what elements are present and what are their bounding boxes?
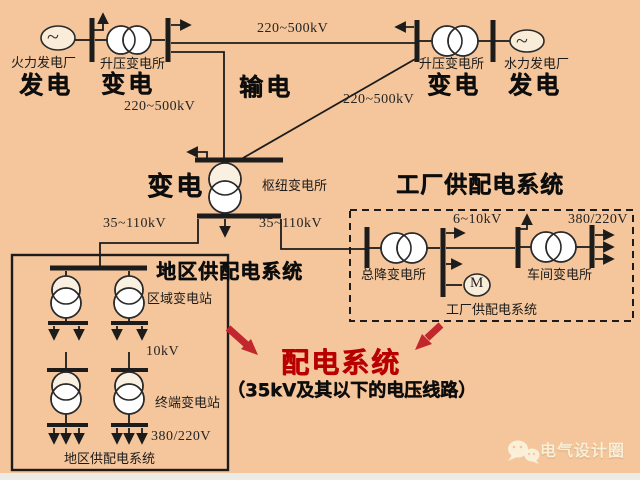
generator-tilde-right: ~ bbox=[516, 28, 528, 53]
transformer-regional-B1-icon bbox=[113, 275, 145, 319]
generator-tilde-left: ~ bbox=[47, 24, 59, 49]
regional-lower-station-label: 终端变电站 bbox=[155, 395, 221, 410]
regional-box bbox=[10, 253, 230, 472]
wechat-icon bbox=[508, 440, 540, 464]
hydro-plant-label: 水力发电厂 bbox=[504, 56, 570, 71]
kv-label-35-left: 35~110kV bbox=[103, 216, 167, 231]
transformer-regional-B2-icon bbox=[113, 371, 145, 415]
hub-tap-line bbox=[171, 51, 225, 158]
stage-transmission: 输电 bbox=[239, 73, 293, 101]
distribution-title: 配电系统 bbox=[281, 346, 402, 379]
regional-caption: 地区供配电系统 bbox=[64, 451, 156, 466]
main-stepdown-label: 总降变电所 bbox=[361, 267, 427, 282]
diagonal-transmission-line bbox=[242, 57, 418, 159]
kv-label-380-regional: 380/220V bbox=[151, 429, 211, 444]
motor-letter: M bbox=[470, 275, 484, 291]
generator-left-icon bbox=[40, 25, 76, 51]
stepup-substation-left-label: 升压变电所 bbox=[100, 56, 166, 71]
kv-label-diagonal: 220~500kV bbox=[343, 92, 415, 107]
bottom-edge-strip bbox=[0, 473, 640, 480]
regional-title: 地区供配电系统 bbox=[156, 259, 303, 283]
red-arrow-right bbox=[415, 322, 444, 350]
workshop-substation-label: 车间变电所 bbox=[527, 267, 593, 282]
generator-right-icon bbox=[509, 29, 545, 53]
distribution-subtitle: （35kV及其以下的电压线路） bbox=[227, 380, 476, 401]
stage-generation-left: 发电 bbox=[19, 71, 73, 99]
kv-label-380-factory: 380/220V bbox=[568, 212, 628, 227]
factory-up-arrow bbox=[520, 213, 533, 230]
thermal-plant-label: 火力发电厂 bbox=[11, 55, 77, 70]
kv-label-10: 10kV bbox=[146, 344, 180, 359]
factory-caption: 工厂供配电系统 bbox=[446, 302, 538, 317]
kv-label-6-10: 6~10kV bbox=[453, 212, 502, 227]
factory-box bbox=[349, 209, 634, 322]
stepup-substation-right-label: 升压变电所 bbox=[419, 56, 485, 71]
hub-substation-label: 枢纽变电所 bbox=[262, 178, 328, 193]
stage-transformation-right: 变电 bbox=[427, 71, 481, 99]
up-arrow-left bbox=[94, 12, 109, 31]
kv-label-35-right: 35~110kV bbox=[259, 216, 323, 231]
watermark-text: 电气设计圈 bbox=[540, 441, 626, 460]
transformer-stepup-left-icon bbox=[106, 25, 152, 55]
factory-title: 工厂供配电系统 bbox=[396, 172, 564, 198]
stage-generation-right: 发电 bbox=[508, 71, 562, 99]
transformer-regional-A1-icon bbox=[50, 275, 82, 319]
transformer-regional-A2-icon bbox=[50, 371, 82, 415]
transformer-hub-icon bbox=[208, 162, 242, 214]
regional-upper-station-label: 区域变电站 bbox=[147, 291, 213, 306]
motor-icon bbox=[463, 273, 491, 297]
stage-transformation-hub: 变电 bbox=[147, 172, 206, 202]
transformer-factory-main-icon bbox=[380, 232, 428, 264]
stage-transformation-left: 变电 bbox=[101, 70, 155, 98]
red-arrow-left bbox=[225, 325, 258, 355]
hub-left-arrow bbox=[186, 146, 208, 160]
transformer-stepup-right-icon bbox=[431, 25, 479, 57]
kv-label-drop: 220~500kV bbox=[124, 99, 196, 114]
hub-to-factory-line bbox=[280, 219, 365, 250]
transformer-factory-shop-icon bbox=[530, 231, 577, 263]
kv-label-top: 220~500kV bbox=[257, 21, 329, 36]
